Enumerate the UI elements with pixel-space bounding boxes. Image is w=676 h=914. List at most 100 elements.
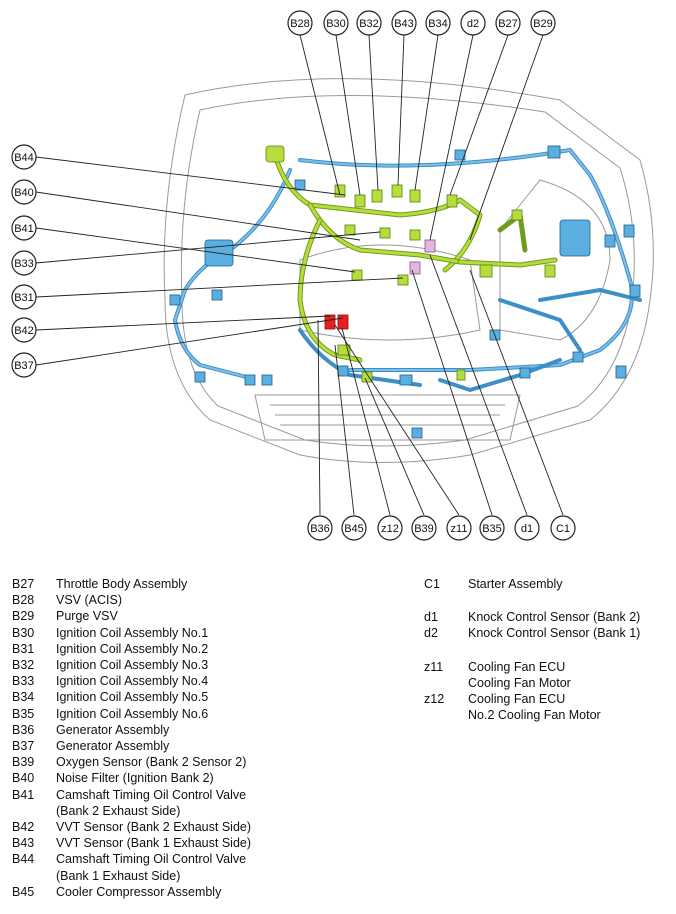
legend-code: B44 xyxy=(12,852,35,867)
svg-text:B30: B30 xyxy=(326,18,346,30)
svg-text:B27: B27 xyxy=(498,18,518,30)
legend-code: B30 xyxy=(12,625,35,640)
legend-desc: Ignition Coil Assembly No.2 xyxy=(56,641,209,656)
legend-desc: Cooling Fan ECU No.2 Cooling Fan Motor xyxy=(468,692,601,723)
leader-lines xyxy=(35,34,564,516)
legend-desc: Cooler Compressor Assembly xyxy=(56,884,222,899)
legend-desc: Knock Control Sensor (Bank 2) xyxy=(468,610,641,625)
legend-desc: Camshaft Timing Oil Control Valve (Bank … xyxy=(56,852,247,883)
legend-code: B29 xyxy=(12,609,35,624)
svg-text:B29: B29 xyxy=(533,18,553,30)
legend-row: B31 Ignition Coil Assembly No.2 xyxy=(12,641,251,657)
svg-text:B40: B40 xyxy=(14,187,34,199)
svg-text:B37: B37 xyxy=(14,360,34,372)
legend-row: B30 Ignition Coil Assembly No.1 xyxy=(12,625,251,641)
svg-text:C1: C1 xyxy=(556,523,570,535)
legend-desc: Ignition Coil Assembly No.3 xyxy=(56,658,209,673)
svg-text:B41: B41 xyxy=(14,223,34,235)
callout-b28: B28 xyxy=(287,10,313,36)
callout-b34: B34 xyxy=(425,10,451,36)
legend-code: z11 xyxy=(424,659,444,674)
legend-row: B33 Ignition Coil Assembly No.4 xyxy=(12,673,251,689)
svg-text:B39: B39 xyxy=(414,523,434,535)
svg-text:z12: z12 xyxy=(381,523,399,535)
legend-row: B45 Cooler Compressor Assembly xyxy=(12,884,251,900)
legend-code: B41 xyxy=(12,787,35,802)
svg-text:B36: B36 xyxy=(310,523,330,535)
legend-row: B40 Noise Filter (Ignition Bank 2) xyxy=(12,770,251,786)
legend-desc: Purge VSV xyxy=(56,609,118,624)
callout-b45: B45 xyxy=(341,515,367,541)
callout-b42: B42 xyxy=(11,317,37,343)
legend-code: B36 xyxy=(12,722,35,737)
callout-b40: B40 xyxy=(11,179,37,205)
legend-row: C1 Starter Assembly xyxy=(424,576,640,592)
legend-desc: Ignition Coil Assembly No.4 xyxy=(56,674,209,689)
callout-b36: B36 xyxy=(307,515,333,541)
legend-code: B43 xyxy=(12,836,35,851)
callout-d2: d2 xyxy=(460,10,486,36)
legend-desc: Starter Assembly xyxy=(468,577,563,591)
legend-desc: Generator Assembly xyxy=(56,722,170,737)
engine-wiring-diagram: B28 B30 B32 B43 B34 d2 B27 B29 B44 B40 B… xyxy=(11,10,654,541)
callout-b31: B31 xyxy=(11,284,37,310)
legend-code: B31 xyxy=(12,641,35,656)
legend-code: B40 xyxy=(12,771,35,786)
legend-code: B27 xyxy=(12,577,35,591)
svg-text:d2: d2 xyxy=(467,18,479,30)
legend-row: B36 Generator Assembly xyxy=(12,722,251,738)
legend-code: d2 xyxy=(424,626,438,641)
callout-b32: B32 xyxy=(356,10,382,36)
legend-code: B42 xyxy=(12,820,35,835)
legend-desc: Oxygen Sensor (Bank 2 Sensor 2) xyxy=(56,755,247,770)
legend-row: B29 Purge VSV xyxy=(12,608,251,624)
engine-harness xyxy=(265,145,558,383)
callout-b37: B37 xyxy=(11,352,37,378)
svg-text:B34: B34 xyxy=(428,18,448,30)
legend-row: d1 Knock Control Sensor (Bank 2) xyxy=(424,609,640,625)
legend-desc: Knock Control Sensor (Bank 1) xyxy=(468,626,641,641)
legend-desc: Noise Filter (Ignition Bank 2) xyxy=(56,771,214,786)
legend-code: d1 xyxy=(424,610,438,625)
callout-b39: B39 xyxy=(411,515,437,541)
legend-spacer xyxy=(424,592,640,609)
svg-text:B43: B43 xyxy=(394,18,414,30)
legend-code: C1 xyxy=(424,577,440,591)
svg-text:B42: B42 xyxy=(14,325,34,337)
svg-text:B28: B28 xyxy=(290,18,310,30)
svg-text:z11: z11 xyxy=(451,523,468,535)
legend-row: B28 VSV (ACIS) xyxy=(12,592,251,608)
svg-text:B32: B32 xyxy=(359,18,379,30)
callout-z12: z12 xyxy=(377,515,403,541)
legend-code: B28 xyxy=(12,593,35,608)
callout-b29: B29 xyxy=(530,10,556,36)
legend-row: B35 Ignition Coil Assembly No.6 xyxy=(12,706,251,722)
legend-desc: Ignition Coil Assembly No.6 xyxy=(56,706,209,721)
callout-d1: d1 xyxy=(514,515,540,541)
callout-b43: B43 xyxy=(391,10,417,36)
legend-row: B39 Oxygen Sensor (Bank 2 Sensor 2) xyxy=(12,754,251,770)
legend-code: B39 xyxy=(12,755,35,770)
legend-row: B27 Throttle Body Assembly xyxy=(12,576,251,592)
legend-code: B35 xyxy=(12,706,35,721)
legend-row: d2 Knock Control Sensor (Bank 1) xyxy=(424,625,640,641)
body-harness xyxy=(169,145,642,439)
svg-text:B35: B35 xyxy=(482,523,502,535)
legend-desc: VSV (ACIS) xyxy=(56,593,122,608)
svg-text:B33: B33 xyxy=(14,258,34,270)
legend-spacer xyxy=(424,642,640,659)
callout-b41: B41 xyxy=(11,215,37,241)
svg-text:B45: B45 xyxy=(344,523,364,535)
legend-desc: Ignition Coil Assembly No.1 xyxy=(56,625,209,640)
legend-code: B45 xyxy=(12,884,35,899)
callout-c1: C1 xyxy=(550,515,576,541)
legend-code: B33 xyxy=(12,674,35,689)
legend-desc: Throttle Body Assembly xyxy=(56,577,188,591)
